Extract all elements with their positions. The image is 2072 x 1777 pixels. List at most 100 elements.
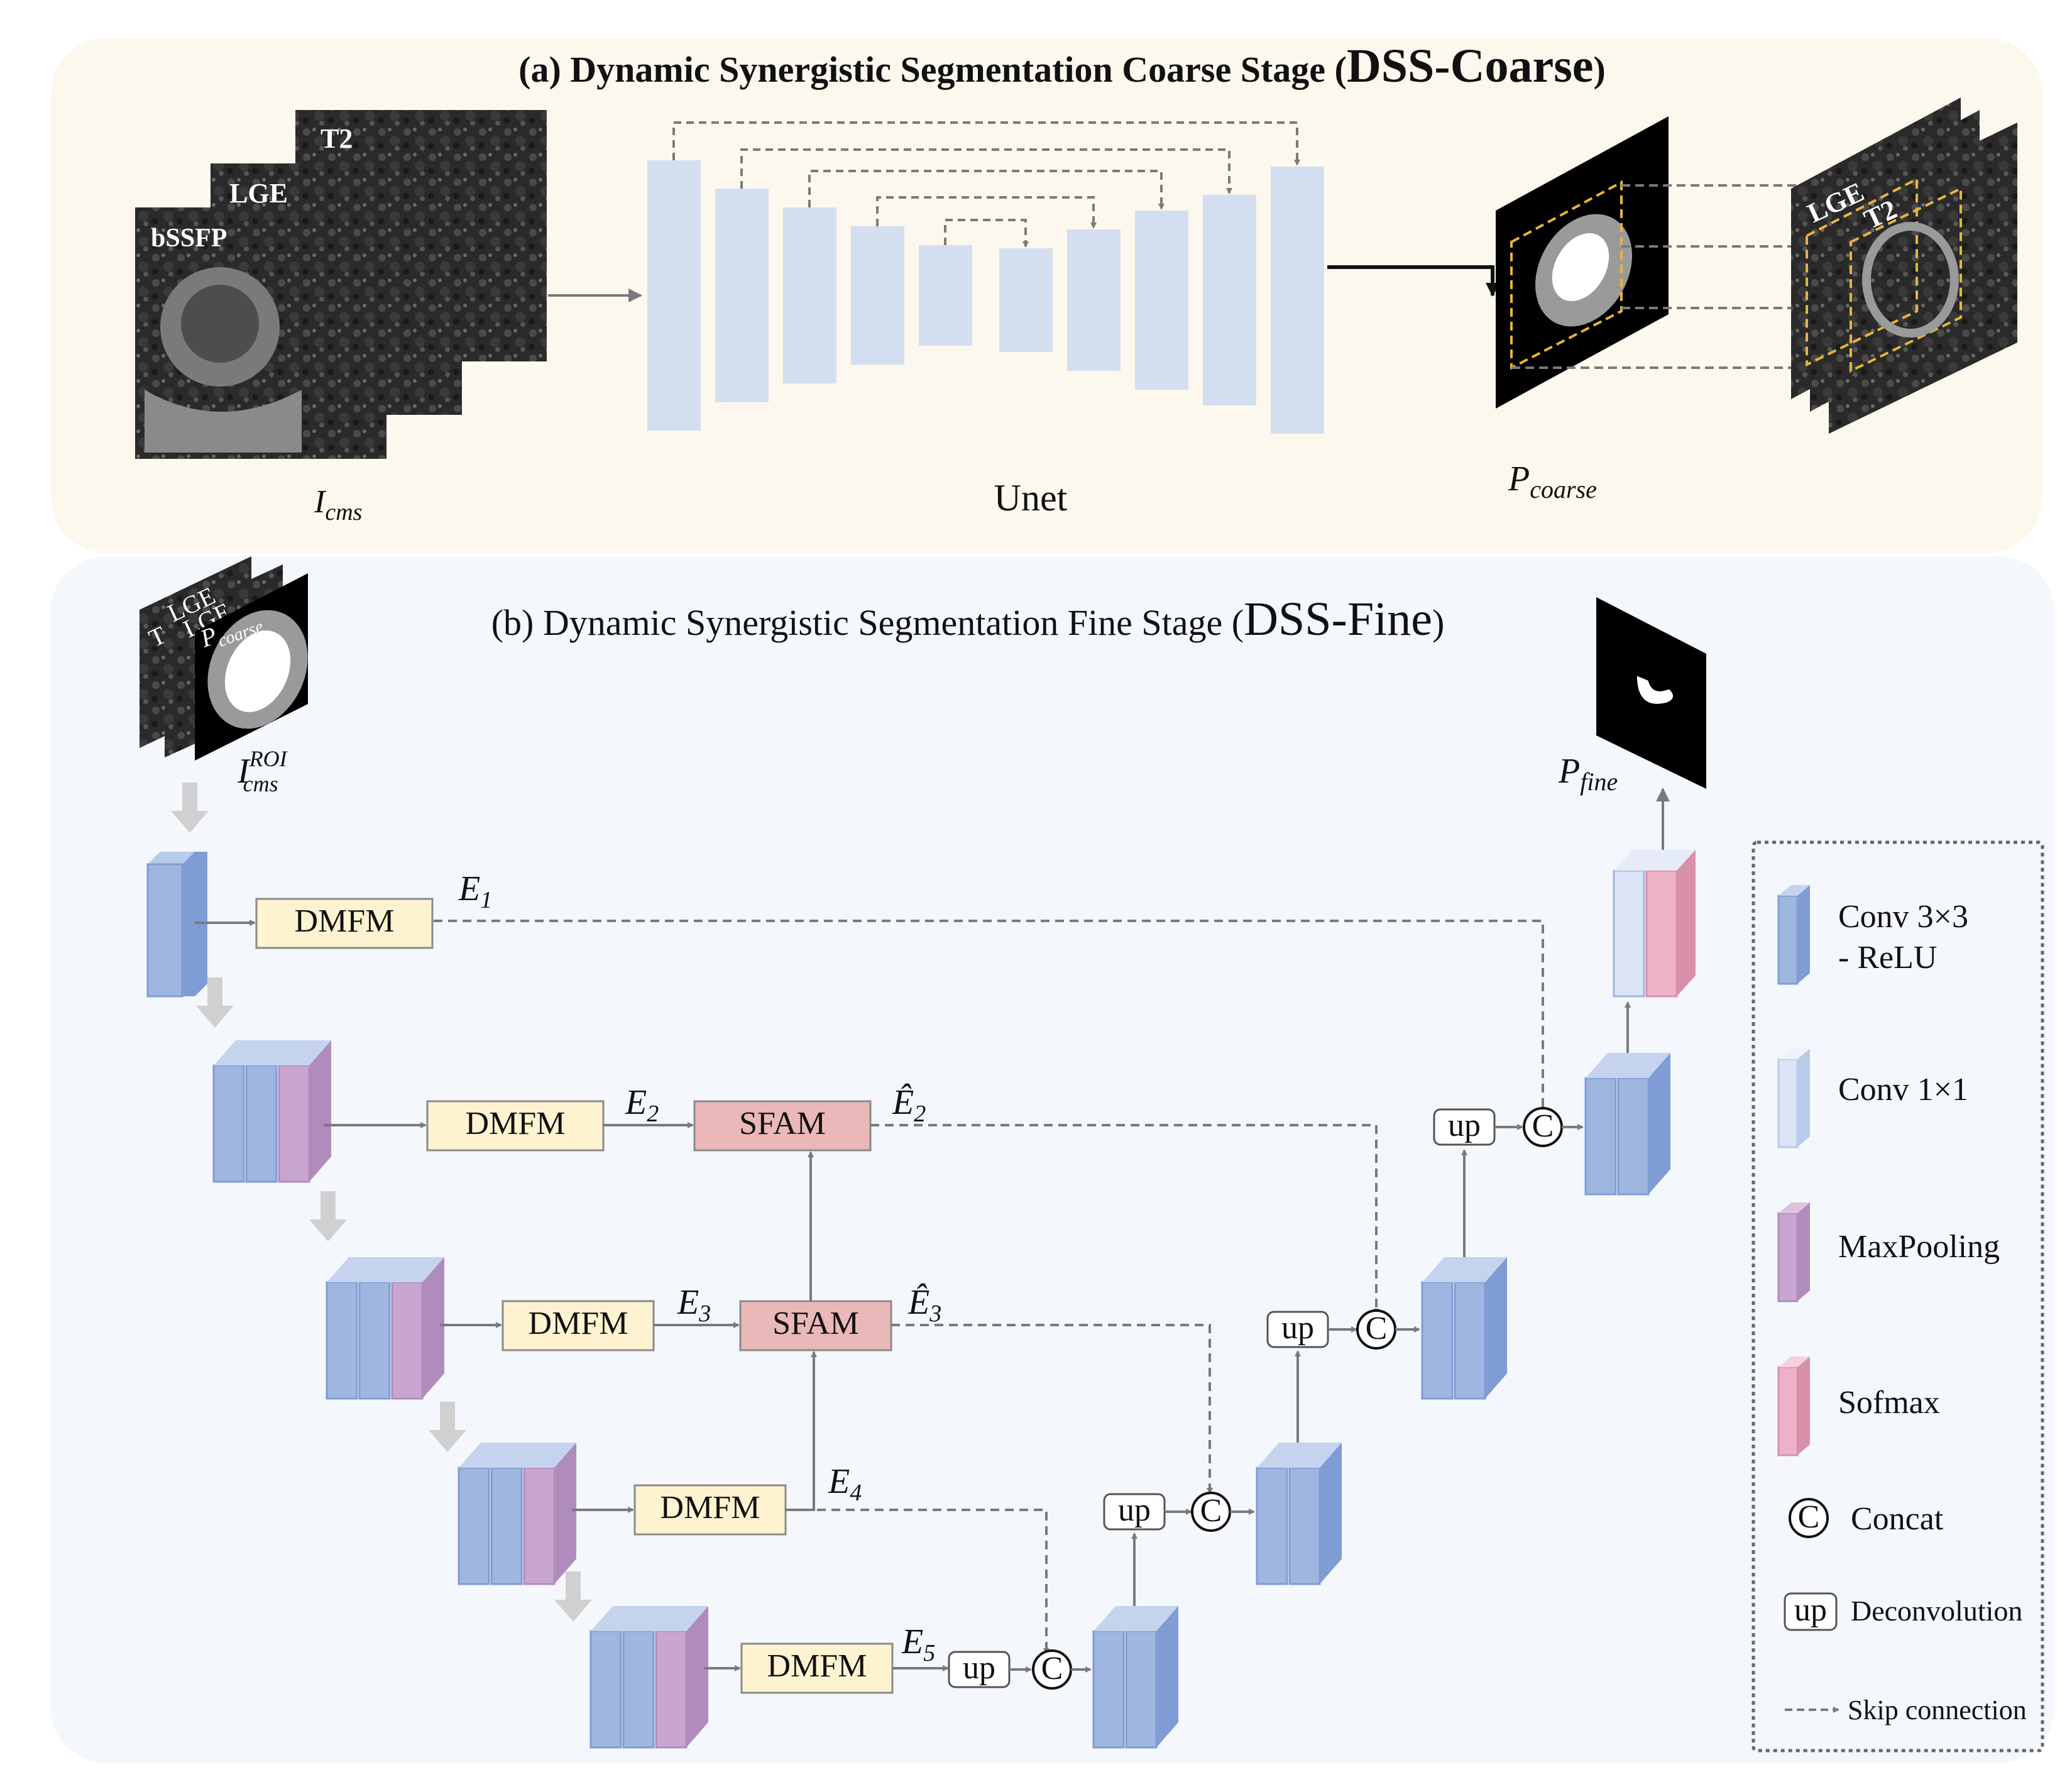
down-arrow-1: [196, 977, 234, 1028]
dmfm-5: DMFM: [740, 1642, 894, 1694]
svg-text:SFAM: SFAM: [772, 1306, 859, 1341]
feature-e3: E3: [677, 1283, 711, 1327]
panel-a-title: (a) Dynamic Synergistic Segmentation Coa…: [518, 40, 1606, 92]
block-top-face: [214, 1040, 331, 1065]
block-side-face: [1320, 1443, 1342, 1584]
legend-conv1-label: Conv 1×1: [1838, 1072, 1968, 1108]
roi-box-back: [1806, 177, 1918, 367]
concat-node-label: C: [1200, 1493, 1222, 1529]
mri-ventricle: [145, 390, 302, 453]
sfam-1: SFAM: [693, 1100, 872, 1152]
unet-block-9: [1203, 195, 1256, 405]
block-top-face: [1586, 1053, 1670, 1078]
mri-slice-t2-label: T2: [321, 123, 353, 154]
legend-up-icon-label: up: [1794, 1592, 1827, 1628]
feature-e2-hat: Ê2: [892, 1083, 926, 1127]
panel-a: (a) Dynamic Synergistic Segmentation Coa…: [50, 38, 2042, 553]
sfam-2: SFAM: [739, 1300, 892, 1351]
conv1-block: [1613, 869, 1645, 998]
dmfm-3: DMFM: [502, 1300, 655, 1351]
encoder-level-2-blocks: [212, 1040, 331, 1183]
down-arrow-0: [171, 783, 209, 833]
unet-block-1: [647, 160, 701, 431]
svg-text:DMFM: DMFM: [466, 1106, 566, 1142]
conv3-block: [1256, 1466, 1288, 1585]
coarse-mask-inner: [1552, 233, 1609, 302]
softmax-block: [1645, 869, 1678, 998]
block-top-face: [1614, 850, 1696, 871]
decoder-stage-4: up C: [1433, 1001, 1670, 1196]
legend-conv1-swatch: [1777, 1048, 1810, 1148]
encoder-level-3-blocks: [326, 1257, 444, 1400]
feature-e4: E4: [828, 1462, 862, 1506]
legend-softmax-label: Sofmax: [1838, 1385, 1940, 1421]
maxpool-side-face: [309, 1040, 331, 1182]
unet-block-6: [999, 248, 1053, 352]
unet-skip-4: [876, 196, 1097, 229]
legend-softmax-swatch: [1777, 1356, 1810, 1456]
conv3-block: [212, 1064, 245, 1183]
encoder-level-4-blocks: [458, 1443, 576, 1585]
conv3-block: [1125, 1630, 1158, 1749]
conv3-block: [1584, 1077, 1617, 1196]
fine-input-stack: T LGE LGE Pcoarse: [140, 556, 308, 761]
svg-text:SFAM: SFAM: [739, 1106, 826, 1142]
block-top-face: [1422, 1257, 1507, 1282]
unet-skip-connections: [672, 121, 1300, 248]
conv3-block: [490, 1466, 523, 1585]
concat-node-label: C: [1041, 1651, 1063, 1686]
block-side-face: [1648, 1053, 1670, 1194]
fine-output-symbol: Pfine: [1558, 752, 1618, 796]
legend-skip-label: Skip connection: [1848, 1695, 2027, 1725]
legend-up-icon: [1784, 1592, 1838, 1631]
down-arrow-3: [429, 1402, 466, 1452]
concat-node-label: C: [1532, 1108, 1554, 1144]
conv3-block: [589, 1630, 622, 1749]
block-top-face: [327, 1257, 444, 1282]
maxpool-side-face: [686, 1606, 708, 1747]
feature-e1: E1: [458, 869, 492, 913]
unet-block-3: [783, 207, 836, 383]
coarse-roi-box: [1510, 180, 1623, 370]
dmfm-1: DMFM: [255, 898, 434, 949]
svg-text:DMFM: DMFM: [529, 1306, 628, 1341]
legend-maxpool-swatch: [1777, 1202, 1810, 1302]
unet-blocks: [647, 160, 1324, 434]
block-side-face: [1485, 1257, 1507, 1399]
fine-skip-connections: [434, 920, 1546, 1654]
unet-skip-5: [944, 219, 1029, 248]
legend-concat-icon-label: C: [1798, 1499, 1820, 1535]
softmax-side-face: [1677, 850, 1696, 996]
dmfm-2: DMFM: [426, 1100, 605, 1152]
unet-block-10: [1271, 167, 1324, 434]
conv3-block: [358, 1281, 391, 1400]
legend-frame: [1751, 840, 2044, 1752]
legend-concat-icon: [1789, 1498, 1829, 1538]
legend-deconv-label: Deconvolution: [1851, 1595, 2022, 1627]
unet-skip-1: [672, 121, 1300, 166]
down-arrow-2: [309, 1191, 347, 1241]
conv3-block: [1617, 1077, 1650, 1196]
conv3-block: [1092, 1630, 1125, 1749]
skip-e2-hat: [870, 1124, 1379, 1315]
solid-connectors: [195, 920, 949, 1671]
legend-maxpool-label: MaxPooling: [1838, 1229, 2000, 1265]
unet-block-2: [715, 189, 769, 402]
roi-cropped-stack: LGE T2: [1791, 97, 2017, 434]
arrow-unet-to-coarse: [1327, 265, 1499, 297]
up-node-label: up: [1118, 1492, 1151, 1528]
up-node-label: up: [963, 1650, 995, 1686]
roi-box-front: [1850, 186, 1962, 373]
maxpool-block: [655, 1630, 688, 1749]
maxpool-side-face: [422, 1257, 444, 1399]
mri-slice-bssfp-label: bSSFP: [151, 224, 227, 253]
up-node-label: up: [1448, 1108, 1481, 1143]
block-top-face: [1257, 1443, 1342, 1468]
dmfm-4: DMFM: [633, 1484, 787, 1536]
svg-text:DMFM: DMFM: [295, 903, 395, 939]
svg-text:DMFM: DMFM: [661, 1490, 760, 1526]
legend-concat-label: Concat: [1851, 1501, 1944, 1537]
skip-e4: [817, 1509, 1050, 1654]
